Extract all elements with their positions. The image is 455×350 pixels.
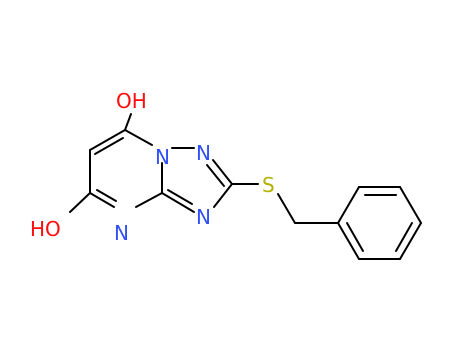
bond-group — [69, 113, 422, 260]
s-label: S — [262, 173, 275, 197]
n-pyrimidine-label: N — [114, 221, 129, 245]
ho-left-label: HO — [30, 217, 61, 241]
n-triazole-bottom-label: N — [196, 205, 211, 229]
oh-top-label: OH — [116, 89, 147, 113]
n-bridge-label: N — [155, 145, 170, 169]
n-triazole-top-label: N — [196, 141, 211, 165]
